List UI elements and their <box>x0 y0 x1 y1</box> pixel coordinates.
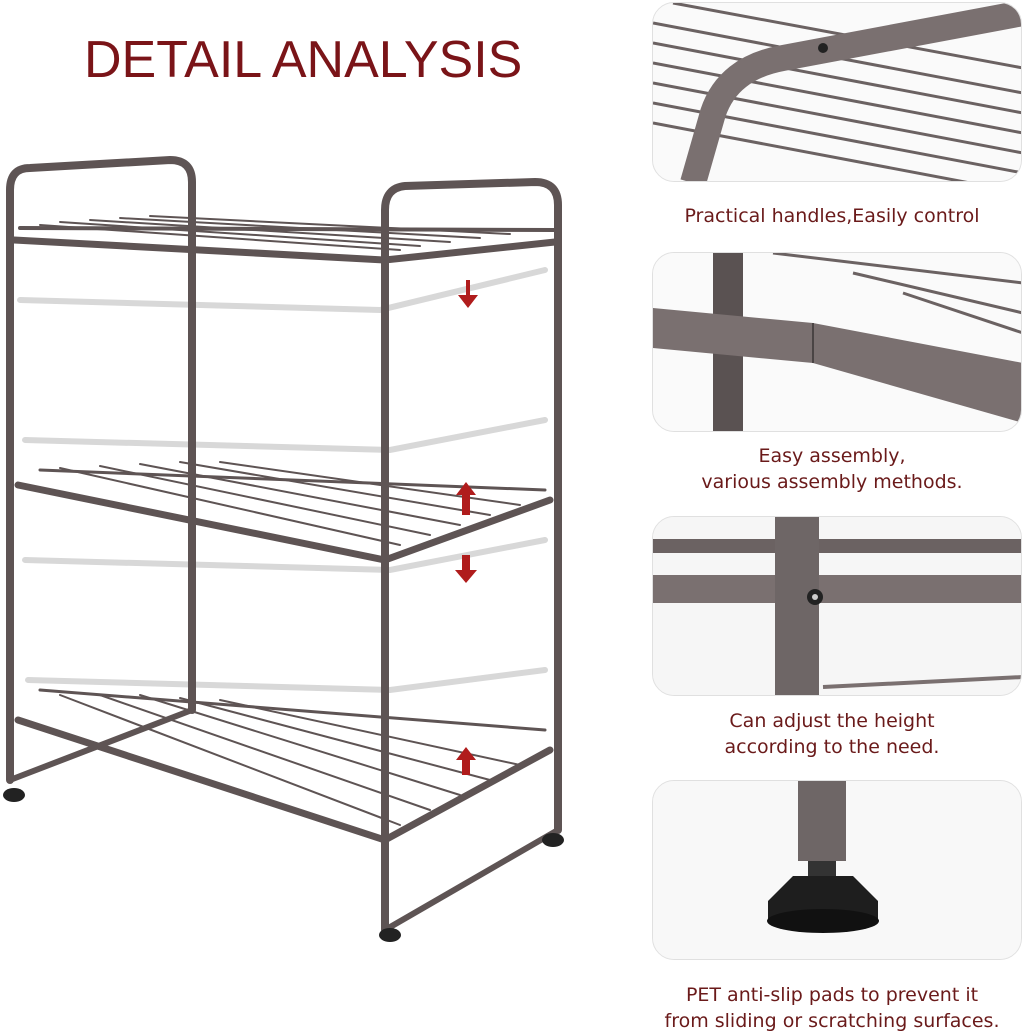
foot-pad-icon <box>3 788 25 802</box>
adjust-arrows <box>455 280 478 775</box>
feature-image-handle <box>652 2 1022 182</box>
caption-line: according to the need. <box>724 736 940 758</box>
arrow-up-icon <box>456 747 476 775</box>
top-shelf <box>10 215 559 264</box>
caption-line: Can adjust the height <box>729 710 935 732</box>
shelf-rack-illustration <box>0 150 600 950</box>
foot-pad-icon <box>542 833 564 847</box>
caption-line: Easy assembly, <box>758 445 906 467</box>
caption-line: various assembly methods. <box>701 471 963 493</box>
arrow-up-icon <box>456 482 476 512</box>
arrow-down-icon <box>458 280 478 308</box>
feature-image-joint <box>652 252 1022 432</box>
feature-image-bolt <box>652 516 1022 696</box>
page-title: DETAIL ANALYSIS <box>84 31 523 89</box>
feature-caption: Easy assembly, various assembly methods. <box>640 443 1024 495</box>
foot-pad-icon <box>379 928 401 942</box>
feature-image-foot-pad <box>652 780 1022 960</box>
caption-line: PET anti-slip pads to prevent it <box>685 984 979 1006</box>
bottom-shelf <box>14 688 554 844</box>
feature-caption: Can adjust the height according to the n… <box>640 708 1024 760</box>
feature-caption: Practical handles,Easily control <box>684 205 980 227</box>
feature-caption: PET anti-slip pads to prevent it from sl… <box>640 982 1024 1034</box>
ghost-shelf <box>17 267 548 694</box>
arrow-down-icon <box>455 555 477 583</box>
middle-shelf <box>14 461 554 564</box>
caption-line: from sliding or scratching surfaces. <box>664 1010 1000 1032</box>
